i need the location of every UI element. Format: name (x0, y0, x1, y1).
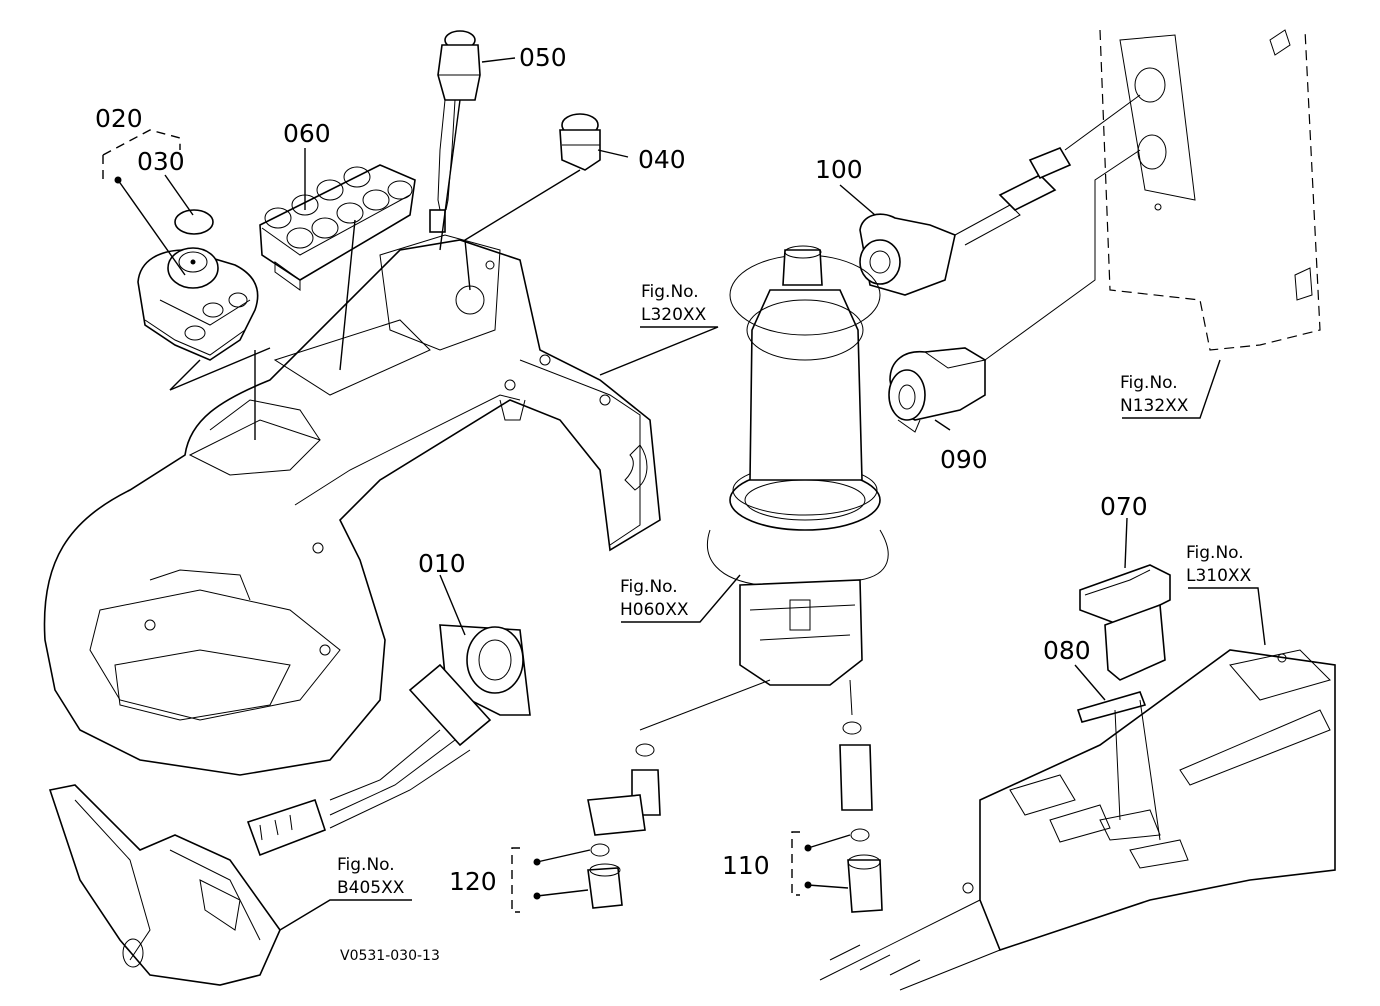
console-housing-lower-left (48, 784, 331, 986)
figref-n132[interactable]: N132XX (1120, 396, 1189, 416)
part-010-socket-harness (246, 624, 531, 857)
part-040-push-switch (559, 113, 601, 171)
part-090-power-socket (888, 149, 1141, 433)
console-housing-right (819, 649, 1336, 991)
part-050-switch-with-cable (429, 30, 481, 233)
label-080[interactable]: 080 (1043, 636, 1091, 665)
part-100-socket-with-cable (859, 94, 1141, 296)
figref-h060[interactable]: H060XX (620, 600, 689, 620)
joystick-pilot-valve (706, 245, 889, 686)
label-040[interactable]: 040 (638, 145, 686, 174)
figref-l320[interactable]: L320XX (641, 305, 707, 325)
figref-h060-label: Fig.No. (620, 577, 678, 597)
part-070-rocker-switch (1079, 564, 1171, 681)
group-brackets (102, 129, 851, 913)
label-090[interactable]: 090 (940, 445, 988, 474)
label-020[interactable]: 020 (95, 104, 143, 133)
part-030-cap (174, 209, 214, 235)
fittings-group (587, 679, 883, 913)
figref-l310-label: Fig.No. (1186, 543, 1244, 563)
label-030[interactable]: 030 (137, 147, 185, 176)
label-070[interactable]: 070 (1100, 492, 1148, 521)
figref-b405-label: Fig.No. (337, 855, 395, 875)
figref-l320-label: Fig.No. (641, 282, 699, 302)
figref-b405[interactable]: B405XX (337, 878, 405, 898)
figref-n132-label: Fig.No. (1120, 373, 1178, 393)
label-010[interactable]: 010 (418, 549, 466, 578)
label-060[interactable]: 060 (283, 119, 331, 148)
figref-l310[interactable]: L310XX (1186, 566, 1252, 586)
drawing-code: V0531-030-13 (340, 948, 440, 964)
leader-lines (117, 57, 1266, 931)
part-080-blank-plug (1076, 691, 1147, 723)
part-020-knob-switch (137, 209, 259, 361)
label-110[interactable]: 110 (722, 851, 770, 880)
label-100[interactable]: 100 (815, 155, 863, 184)
side-panel-upper-right (1099, 29, 1321, 351)
label-050[interactable]: 050 (519, 43, 567, 72)
label-120[interactable]: 120 (449, 867, 497, 896)
console-housing-left (43, 234, 661, 776)
part-060-switch-panel (259, 164, 416, 291)
